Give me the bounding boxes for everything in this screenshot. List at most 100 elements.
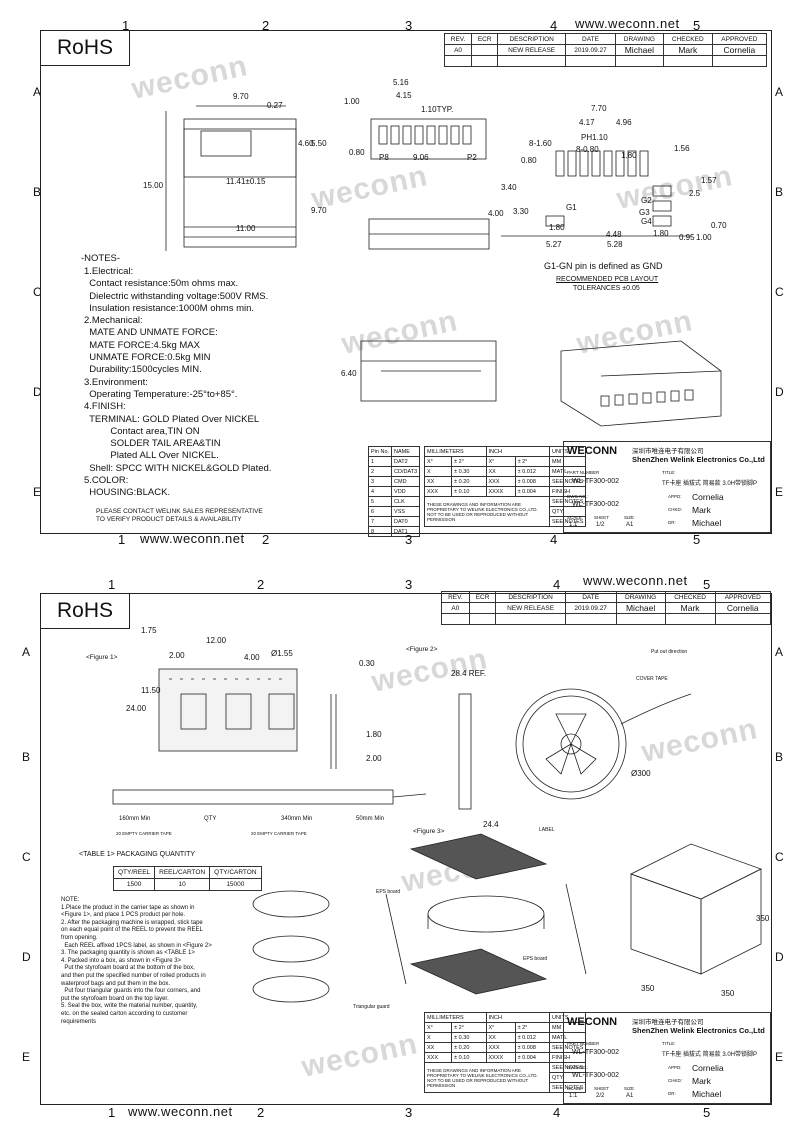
title-block: WECONN 深圳市唯连电子有限公司 ShenZhen Welink Elect… — [563, 441, 771, 533]
row-label: C — [775, 285, 784, 299]
dim-label: 2.00 — [169, 651, 185, 660]
dim-label: 50mm Min — [356, 816, 385, 822]
column-label: 5 — [703, 577, 711, 592]
website-footer: www.weconn.net — [140, 531, 245, 546]
dim-label: 12.00 — [206, 636, 227, 645]
pin-header: NAME — [391, 446, 421, 457]
sheet-value: 2/2 — [596, 1093, 605, 1099]
eps-board-label: EPS board — [523, 956, 548, 962]
tb-cell: ± 0.004 — [514, 1052, 551, 1063]
row-label: A — [22, 645, 31, 659]
drawing-sheet-1: RoHS REV. ECR DESCRIPTION DATE DRAWING C… — [40, 30, 772, 537]
tb-label: PART NUMBER — [567, 1041, 600, 1046]
tb-cell: ± 0.10 — [451, 486, 487, 497]
dim-label: 4.00 — [488, 209, 504, 218]
tb-cell: ± 0.20 — [451, 476, 487, 487]
row-label: C — [775, 850, 784, 864]
part-number: WL-TF300-002 — [572, 478, 620, 485]
connector-drawing — [165, 105, 722, 427]
row-label: B — [22, 750, 31, 764]
tb-cell: XXX — [423, 486, 453, 497]
dim-label: 1.00 — [344, 97, 360, 106]
dim-label: 9.70 — [311, 206, 327, 215]
tb-cell: ± 2° — [514, 1022, 551, 1033]
column-label: 2 — [257, 577, 265, 592]
dim-label: 1.10TYP. — [421, 105, 454, 114]
column-label: 1 — [122, 18, 130, 33]
pk-header: QTY/CARTON — [209, 866, 262, 879]
rohs-mark: RoHS — [41, 31, 130, 66]
column-label: 3 — [405, 532, 413, 547]
dim-label: 4.60 — [298, 139, 314, 148]
pin-cell: CD/DAT3 — [391, 466, 421, 477]
dim-label: 0.80 — [349, 148, 365, 157]
tb-cell: X° — [485, 456, 516, 467]
empty-tape-note: 20 EMPTY CARRIER TAPE — [116, 831, 172, 836]
packaging-table-title: <TABLE 1> PACKAGING QUANTITY — [79, 851, 196, 858]
tb-cell: ± 2° — [451, 1022, 487, 1033]
drawing-sheet-2: RoHS REV. ECR DESCRIPTION DATE DRAWING C… — [40, 591, 772, 1105]
dim-label: 11.00 — [236, 224, 256, 233]
dim-label: 0.80 — [521, 156, 537, 165]
dim-label: 1.75 — [141, 626, 157, 635]
figure-2-label: <Figure 2> — [406, 646, 438, 653]
tb-label: DWG NO.: — [567, 1065, 589, 1070]
pin-cell: 1 — [367, 456, 393, 467]
column-label: 1 — [108, 577, 116, 592]
box-dim: 350 — [641, 984, 655, 993]
tb-label: MILLIMETERS — [424, 1012, 487, 1023]
notes-body: 1.Electrical: Contact resistance:50m ohm… — [84, 266, 272, 499]
drawing-title: TF卡座 插拔式 简易款 3.0H带锁脚P — [662, 1052, 758, 1058]
tb-cell: ± 0.30 — [451, 466, 487, 477]
dim-label: 0.95 — [679, 233, 695, 242]
dim-label: 4.48 — [606, 230, 622, 239]
dim-label: 24.00 — [126, 704, 147, 713]
pin-cell: CMD — [391, 476, 421, 487]
dim-label: 8-0.80 — [576, 145, 599, 154]
tb-cell: ± 0.012 — [514, 466, 551, 477]
pin-header: Pin No. — [367, 446, 393, 457]
tb-cell: X° — [423, 1022, 453, 1033]
tb-cell: XX — [485, 466, 516, 477]
confidential-note: THESE DRAWINGS AND INFORMATION ARE PROPR… — [424, 496, 550, 527]
tb-label: INCH — [485, 446, 551, 457]
dim-label: 11.50 — [141, 686, 161, 695]
gnd-note: G1-GN pin is defined as GND — [544, 261, 663, 271]
dim-label: 5.50 — [311, 139, 327, 148]
tb-label: DWG NO.: — [567, 494, 589, 499]
row-label: A — [33, 85, 42, 99]
packaging-drawing — [112, 668, 763, 1003]
dim-label: 11.41±0.15 — [226, 177, 266, 186]
row-label: D — [775, 385, 784, 399]
pin-cell: 2 — [367, 466, 393, 477]
tolerance-note: TOLERANCES ±0.05 — [573, 285, 640, 292]
box-dim: 350 — [721, 989, 735, 998]
pin-cell: 5 — [367, 496, 393, 507]
company-cn: 深圳市唯连电子有限公司 — [632, 448, 704, 455]
dim-label: 1.80 — [621, 151, 637, 160]
tb-cell: SEE NOTES — [548, 516, 587, 527]
scale-value: 1:1 — [569, 1093, 578, 1099]
drawing-title: TF卡座 插拔式 简易款 3.0H带锁脚P — [662, 481, 758, 487]
dim-label: G4 — [641, 217, 652, 226]
tb-label: CHKD: — [668, 507, 683, 512]
row-label: C — [22, 850, 31, 864]
tb-label: CHKD: — [668, 1078, 683, 1083]
dim-label: 4.00 — [244, 653, 260, 662]
row-label: E — [775, 1050, 784, 1064]
tb-cell: XXXX — [485, 1052, 516, 1063]
put-out-direction: Put out direction — [651, 649, 688, 655]
dim-label: Ø300 — [631, 769, 651, 778]
tb-label: DR: — [668, 520, 676, 525]
pk-header: QTY/REEL — [112, 866, 156, 879]
column-label: 4 — [550, 532, 558, 547]
tb-cell: X — [423, 1032, 453, 1043]
dim-label: 0.30 — [359, 659, 375, 668]
empty-tape-note: 20 EMPTY CARRIER TAPE — [251, 831, 307, 836]
box-dim: 350 — [756, 914, 770, 923]
pk-cell: 1500 — [112, 878, 156, 891]
tb-label: SCALE — [567, 1086, 582, 1091]
